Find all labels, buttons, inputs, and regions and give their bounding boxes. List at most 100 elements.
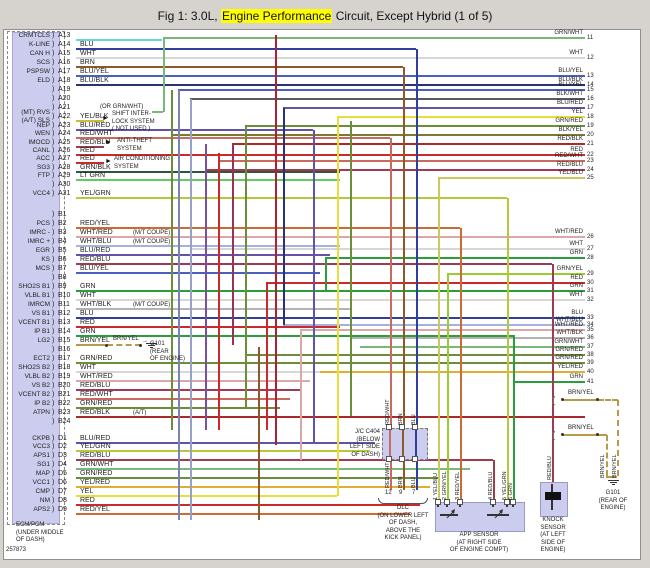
- wire-vertical: [205, 144, 207, 430]
- right-exit-label: WHT: [569, 241, 583, 247]
- pin-number: A27: [58, 155, 71, 162]
- vertical-wire-label: RED/WHT: [385, 462, 391, 488]
- wire-vertical: [513, 335, 515, 502]
- wire-horizontal: [171, 134, 585, 136]
- right-exit-label: GRN/WHT: [554, 339, 583, 345]
- wire-horizontal: [76, 416, 585, 418]
- wire-color-label: GRN/RED: [80, 355, 113, 362]
- wire-color-label: RED/BLU: [80, 139, 111, 146]
- connector-bracket: ): [52, 479, 55, 486]
- wire-vertical: [178, 90, 180, 520]
- right-exit-number: 11: [587, 35, 594, 41]
- wire-horizontal: [76, 326, 340, 328]
- wire-vertical: [313, 130, 315, 443]
- connector-bracket: ): [52, 461, 55, 468]
- wire-vertical: [275, 35, 277, 445]
- wire-horizontal: [300, 329, 585, 331]
- signal-label: WEN: [34, 130, 50, 137]
- wire-vertical: [493, 460, 495, 502]
- wire-horizontal: [562, 434, 600, 436]
- right-exit-label: WHT: [569, 50, 583, 56]
- connector-pin-square: [457, 499, 463, 505]
- connector-pin-square: [412, 456, 418, 462]
- figure-title: Fig 1: 3.0L, Engine Performance Circuit,…: [0, 8, 650, 24]
- wire-horizontal: [283, 107, 585, 109]
- pin-number: D8: [58, 497, 67, 504]
- right-exit-number: 18: [587, 114, 594, 120]
- wire-color-label: YEL/RED: [80, 479, 110, 486]
- connector-bracket: ): [52, 265, 55, 272]
- connector-bracket: ): [52, 130, 55, 137]
- right-exit-number: 38: [587, 352, 594, 358]
- wire-color-label: GRN/WHT: [80, 461, 114, 468]
- signal-label: CANL: [32, 147, 50, 154]
- pin-number: B14: [58, 328, 71, 335]
- a21-note: (OR GRN/WHT): [100, 104, 144, 110]
- wire-note: (A/T): [133, 410, 147, 416]
- right-exit-number: 39: [587, 360, 594, 366]
- wire-vertical: [232, 144, 234, 345]
- wire-vertical: [438, 178, 440, 502]
- connector-bracket: ): [52, 506, 55, 513]
- signal-label: VCENT B1: [18, 319, 50, 326]
- wire-horizontal: [190, 248, 585, 250]
- connector-pin-square: [412, 424, 418, 430]
- pin-number: B22: [58, 400, 71, 407]
- wire-horizontal: [76, 236, 585, 238]
- pin-number: D9: [58, 506, 67, 513]
- connector-bracket: ): [52, 155, 55, 162]
- wire-vertical: [416, 49, 418, 490]
- connector-pin-square: [490, 499, 496, 505]
- wire-vertical: [283, 108, 285, 325]
- right-exit-number: 21: [587, 141, 594, 147]
- connector-bracket: ): [52, 211, 55, 218]
- b15-ground-arrow: →: [142, 338, 148, 344]
- right-exit-number: 12: [587, 55, 594, 61]
- pin-number: B3: [58, 229, 67, 236]
- wire-horizontal: [178, 89, 585, 91]
- right-exit-label: BLK/YEL: [558, 127, 583, 133]
- right-exit-label: BLU/YEL: [558, 82, 583, 88]
- pin-number: A18: [58, 77, 71, 84]
- wire-horizontal: [76, 171, 340, 173]
- pin-number: B20: [58, 382, 71, 389]
- vertical-wire-label: BRN: [398, 476, 404, 488]
- signal-label: SG1: [36, 461, 50, 468]
- potentiometer-arrow: [446, 506, 456, 519]
- wire-color-label: BLU: [80, 41, 94, 48]
- right-exit-label: GRN: [569, 374, 583, 380]
- pin-number: B5: [58, 247, 67, 254]
- signal-label: CRMTCLS: [18, 32, 50, 39]
- component-wire: [389, 429, 391, 456]
- right-exit-label: GRN/YEL: [556, 266, 583, 272]
- pin-number: B15: [58, 337, 71, 344]
- right-exit-label: RED: [570, 275, 583, 281]
- vertical-wire-label: RED/BLU: [547, 456, 553, 480]
- pin-number: A26: [58, 147, 71, 154]
- component-wire: [551, 500, 553, 510]
- wire-horizontal: [76, 227, 460, 229]
- connector-bracket: ): [52, 50, 55, 57]
- vertical-wire-label: 3 RED/YEL: [455, 471, 461, 500]
- wire-color-label: RED/WHT: [80, 130, 113, 137]
- callout-arrow-icon: ►: [102, 115, 109, 122]
- vertical-wire-label: BRN/YEL: [612, 454, 618, 478]
- signal-label: IMRCM: [27, 301, 50, 308]
- shift-interlock-callout: SHIFT INTER-LOCK SYSTEM( NOT USED ): [112, 111, 155, 132]
- signal-label: IP B2: [34, 400, 50, 407]
- pin-number: A16: [58, 59, 71, 66]
- signal-label: CAN H: [29, 50, 50, 57]
- wire-color-label: BLU/RED: [80, 122, 111, 129]
- junction-dot: [596, 398, 599, 401]
- signal-label: IMRC +: [27, 238, 50, 245]
- signal-label: PCS: [36, 220, 50, 227]
- connector-bracket: ): [52, 435, 55, 442]
- right-exit-number: 17: [587, 105, 594, 111]
- right-exit-number: 24: [587, 167, 594, 173]
- wire-horizontal: [76, 317, 585, 319]
- signal-label: APS2: [33, 506, 50, 513]
- signal-label: NM: [39, 497, 50, 504]
- pin-number: B9: [58, 283, 67, 290]
